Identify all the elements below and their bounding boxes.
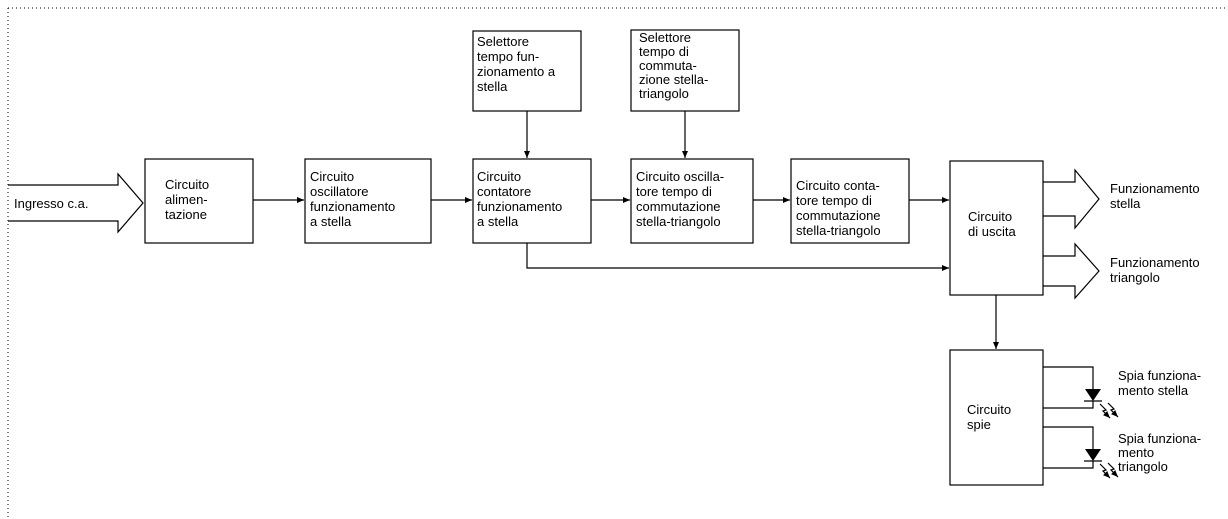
svg-text:Circuito spie: Circuito spie	[967, 402, 1015, 432]
block-contatore-commutazione-line: Circuito conta-	[796, 178, 880, 193]
lamp-triangolo-label: mento	[1118, 445, 1154, 460]
block-spie: Circuito spie	[949, 349, 1044, 486]
block-contatore-stella: Circuito contatore funzionamento a stell…	[472, 158, 592, 244]
block-uscita-line: di uscita	[968, 224, 1016, 239]
lamp-stella-label: mento stella	[1118, 383, 1189, 398]
block-oscillatore-commutazione-line: Circuito oscilla-	[636, 169, 724, 184]
svg-text:Spia funziona- mento t: Spia funziona- mento triangolo	[1118, 431, 1205, 474]
lamp-stella-label: Spia funziona-	[1118, 368, 1201, 383]
block-contatore-stella-line: funzionamento	[477, 199, 562, 214]
block-oscillatore-commutazione-line: tore tempo di	[636, 184, 712, 199]
output-stella-label: Funzionamento	[1110, 181, 1200, 196]
block-selettore-commutazione-line: commuta-	[639, 58, 697, 73]
block-selettore-commutazione-line: triangolo	[639, 86, 689, 101]
svg-text:Selettore tempo fun-: Selettore tempo fun- zionamento a stella	[477, 34, 559, 94]
block-uscita-line: Circuito	[968, 209, 1012, 224]
block-alimentazione: Circuito alimen- tazione	[144, 158, 254, 244]
input-arrow: Ingresso c.a.	[8, 172, 144, 234]
block-oscillatore-commutazione-line: stella-triangolo	[636, 214, 721, 229]
block-oscillatore-stella: Circuito oscillatore funzionamento a ste…	[304, 158, 432, 244]
block-alimentazione-line: Circuito	[165, 177, 209, 192]
block-oscillatore-commutazione: Circuito oscilla- tore tempo di commutaz…	[630, 158, 754, 244]
block-contatore-commutazione-line: tore tempo di	[796, 193, 872, 208]
block-selettore-commutazione-line: tempo di	[639, 44, 689, 59]
block-oscillatore-stella-line: funzionamento	[310, 199, 395, 214]
block-selettore-commutazione: Selettore tempo di commuta- zione stella…	[630, 29, 740, 112]
output-triangolo-label: triangolo	[1110, 270, 1160, 285]
lamp-triangolo-label: Spia funziona-	[1118, 431, 1201, 446]
block-selettore-stella-line: Selettore	[477, 34, 529, 49]
svg-text:Funzionamento stella: Funzionamento stella	[1110, 181, 1203, 211]
block-uscita: Circuito di uscita	[949, 160, 1044, 296]
block-selettore-stella-line: stella	[477, 79, 508, 94]
svg-text:Circuito alimen- t: Circuito alimen- tazione	[165, 177, 213, 222]
svg-text:Funzionamento triangolo: Funzionamento triangolo	[1110, 255, 1203, 285]
led-triangolo-icon	[1043, 426, 1119, 479]
block-selettore-stella-line: tempo fun-	[477, 49, 539, 64]
block-contatore-stella-line: contatore	[477, 184, 531, 199]
led-stella-icon	[1043, 366, 1119, 419]
block-spie-line: Circuito	[967, 402, 1011, 417]
output-triangolo-label: Funzionamento	[1110, 255, 1200, 270]
svg-text:Circuito di uscita: Circuito di uscita	[968, 209, 1016, 239]
block-selettore-stella-line: zionamento a	[477, 64, 556, 79]
svg-text:Selettore tempo di: Selettore tempo di commuta- zione stella…	[639, 30, 712, 101]
block-selettore-commutazione-line: Selettore	[639, 30, 691, 45]
block-contatore-commutazione-line: commutazione	[796, 208, 881, 223]
block-oscillatore-stella-line: a stella	[310, 214, 352, 229]
svg-text:Circuito oscillatore: Circuito oscillatore funzionamento a ste…	[310, 169, 399, 229]
block-contatore-stella-line: Circuito	[477, 169, 521, 184]
block-selettore-stella: Selettore tempo fun- zionamento a stella	[472, 30, 582, 112]
connector-arrow	[526, 243, 949, 271]
block-spie-line: spie	[967, 417, 991, 432]
output-stella-label: stella	[1110, 196, 1141, 211]
output-arrow-triangolo: Funzionamento triangolo	[1043, 242, 1203, 300]
block-contatore-commutazione: Circuito conta- tore tempo di commutazio…	[790, 158, 910, 244]
lamp-triangolo-label: triangolo	[1118, 459, 1168, 474]
svg-text:Circuito oscilla- tore t: Circuito oscilla- tore tempo di commutaz…	[636, 169, 728, 229]
block-contatore-commutazione-line: stella-triangolo	[796, 223, 881, 238]
block-selettore-commutazione-line: zione stella-	[639, 72, 708, 87]
svg-text:Spia funziona- mento stell: Spia funziona- mento stella	[1118, 368, 1205, 398]
block-oscillatore-commutazione-line: commutazione	[636, 199, 721, 214]
block-alimentazione-line: tazione	[165, 207, 207, 222]
svg-text:Circuito contatore: Circuito contatore funzionamento a stell…	[477, 169, 566, 229]
output-arrow-stella: Funzionamento stella	[1043, 168, 1203, 230]
block-contatore-stella-line: a stella	[477, 214, 519, 229]
block-oscillatore-stella-line: oscillatore	[310, 184, 369, 199]
input-label: Ingresso c.a.	[14, 196, 88, 211]
svg-text:Circuito conta- tore tem: Circuito conta- tore tempo di commutazio…	[796, 178, 884, 238]
block-oscillatore-stella-line: Circuito	[310, 169, 354, 184]
block-alimentazione-line: alimen-	[165, 192, 208, 207]
